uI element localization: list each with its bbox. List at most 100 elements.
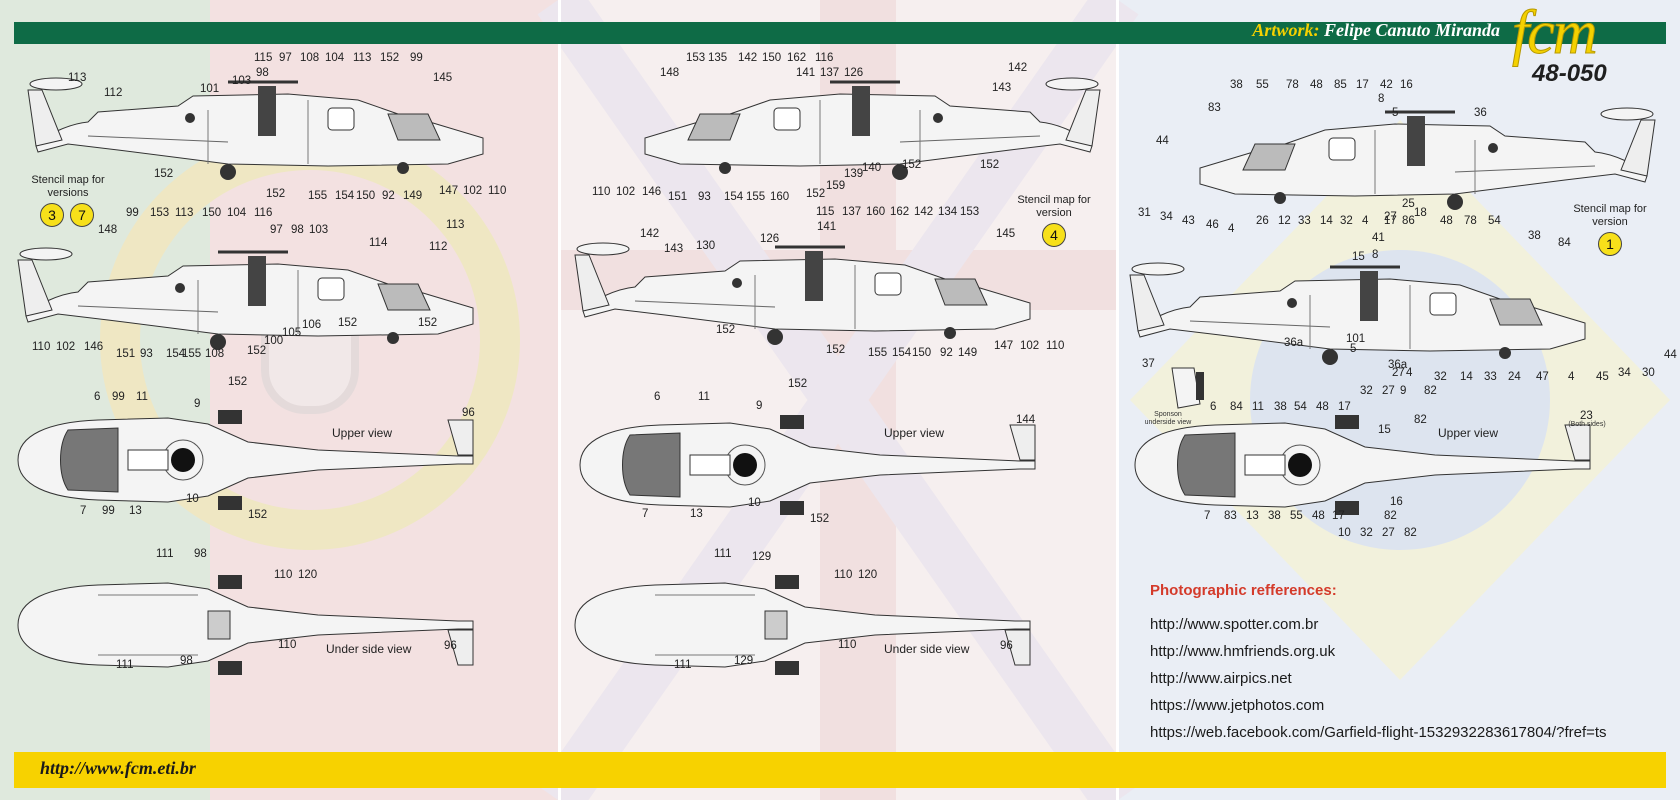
stencil-callout-number: 43 xyxy=(1182,215,1195,227)
stencil-callout-number: 152 xyxy=(338,317,358,329)
stencil-callout-number: 102 xyxy=(56,341,76,353)
artwork-label: Artwork: xyxy=(1252,20,1320,40)
stencil-callout-number: 33 xyxy=(1298,215,1311,227)
stencil-callout-number: 155 xyxy=(746,191,766,203)
stencil-callout-number: 4 xyxy=(1362,215,1369,227)
stencil-callout-number: 155 xyxy=(182,348,202,360)
stencil-callout-number: 154 xyxy=(892,347,912,359)
stencil-callout-number: 98 xyxy=(180,655,193,667)
stencil-callout-number: 142 xyxy=(640,228,660,240)
stencil-callout-number: 85 xyxy=(1334,79,1347,91)
stencil-callout-number: 100 xyxy=(264,335,284,347)
left-upper-view xyxy=(17,409,474,511)
stencil-callout-number: 84 xyxy=(1558,237,1571,249)
under-view-label-left: Under side view xyxy=(326,642,412,656)
stencil-callout-number: 15 xyxy=(1378,424,1391,436)
stencil-callout-number: 144 xyxy=(1016,414,1036,426)
stencil-callout-number: 152 xyxy=(418,317,438,329)
stencil-callout-number: 5 xyxy=(1350,343,1357,355)
upper-view-label-middle: Upper view xyxy=(884,426,945,440)
stencil-callout-number: 8 xyxy=(1378,93,1385,105)
stencil-callout-number: 99 xyxy=(102,505,115,517)
website-link[interactable]: http://www.fcm.eti.br xyxy=(40,758,196,778)
stencil-callout-number: 11 xyxy=(136,391,148,403)
stencil-callout-number: 115 xyxy=(816,206,835,218)
stencil-callout-number: 146 xyxy=(642,186,662,198)
stencil-callout-number: 148 xyxy=(660,67,680,79)
stencil-callout-number: 32 xyxy=(1434,371,1447,383)
stencil-callout-number: 110 xyxy=(32,341,51,353)
stencil-callout-number: 32 xyxy=(1340,215,1353,227)
stencil-callout-number: 9 xyxy=(194,398,201,410)
stencil-callout-number: 113 xyxy=(353,52,372,64)
artwork-credit: Artwork: Felipe Canuto Miranda xyxy=(1252,20,1500,41)
stencil-callout-number: 17 xyxy=(1332,510,1345,522)
version-badge-7: 7 xyxy=(70,203,94,227)
sheet-number: 48-050 xyxy=(1532,60,1607,87)
stencil-callout-number: 151 xyxy=(116,348,136,360)
photo-references: Photographic refferences: http://www.spo… xyxy=(1150,582,1607,746)
stencil-callout-number: 152 xyxy=(788,378,808,390)
stencil-callout-number: 38 xyxy=(1268,510,1281,522)
stencil-callout-number: 110 xyxy=(592,186,611,198)
stencil-callout-number: 16 xyxy=(1390,496,1403,508)
stencil-callout-number: 142 xyxy=(738,52,758,64)
stencil-callout-number: 154 xyxy=(335,190,355,202)
stencil-callout-number: 104 xyxy=(325,52,345,64)
stencil-callout-number: 97 xyxy=(279,52,292,64)
stencil-callout-number: 147 xyxy=(439,185,459,197)
stencil-callout-number: 108 xyxy=(205,348,225,360)
stencil-callout-number: 152 xyxy=(154,168,174,180)
stencil-callout-number: 23 xyxy=(1580,410,1593,422)
stencil-callout-number: 7 xyxy=(1204,510,1211,522)
stencil-callout-number: 32 xyxy=(1360,527,1373,539)
stencil-callout-number: 162 xyxy=(787,52,807,64)
version-badge-4: 4 xyxy=(1042,223,1066,247)
reference-link-5[interactable]: https://web.facebook.com/Garfield-flight… xyxy=(1150,724,1607,741)
stencil-callout-number: 98 xyxy=(291,224,304,236)
stencil-callout-number: 98 xyxy=(256,67,269,79)
stencil-callout-number: 93 xyxy=(698,191,711,203)
version-badge-1: 1 xyxy=(1598,232,1622,256)
stencil-callout-number: 116 xyxy=(254,207,273,219)
middle-upper-view xyxy=(579,414,1036,516)
stencil-callout-number: 37 xyxy=(1142,358,1155,370)
stencil-callout-number: 38 xyxy=(1230,79,1243,91)
stencil-callout-number: 162 xyxy=(890,206,910,218)
stencil-callout-number: 137 xyxy=(820,67,840,79)
stencil-callout-number: 54 xyxy=(1488,215,1501,227)
both-sides-caption: (Both sides) xyxy=(1568,421,1606,428)
stencil-callout-number: 78 xyxy=(1286,79,1299,91)
stencil-callout-number: 99 xyxy=(112,391,125,403)
stencil-callout-number: 154 xyxy=(724,191,744,203)
stencil-callout-number: 148 xyxy=(98,224,118,236)
stencil-callout-number: 142 xyxy=(1008,62,1028,74)
stencil-callout-number: 112 xyxy=(104,87,123,99)
stencil-callout-number: 146 xyxy=(84,341,104,353)
stencil-callout-number: 42 xyxy=(1380,79,1393,91)
reference-link-3[interactable]: http://www.airpics.net xyxy=(1150,670,1292,687)
stencil-callout-number: 101 xyxy=(200,83,220,95)
stencil-callout-number: 153 xyxy=(686,52,706,64)
stencil-note-middle: Stencil map for version xyxy=(1017,194,1091,219)
stencil-callout-number: 151 xyxy=(668,191,688,203)
reference-link-1[interactable]: http://www.spotter.com.br xyxy=(1150,616,1319,633)
stencil-callout-number: 27 xyxy=(1382,527,1395,539)
stencil-callout-number: 111 xyxy=(116,659,134,671)
middle-side-view-2 xyxy=(573,241,1032,347)
stencil-callout-number: 113 xyxy=(68,72,87,84)
stencil-callout-number: 11 xyxy=(698,391,710,403)
stencil-callout-number: 18 xyxy=(1414,207,1427,219)
stencil-callout-number: 115 xyxy=(254,52,273,64)
right-side-view-2 xyxy=(1128,261,1587,367)
stencil-callout-number: 4 xyxy=(1568,371,1575,383)
stencil-callout-number: 44 xyxy=(1156,135,1169,147)
stencil-callout-number: 48 xyxy=(1312,510,1325,522)
reference-link-2[interactable]: http://www.hmfriends.org.uk xyxy=(1150,643,1336,660)
stencil-callout-number: 7 xyxy=(80,505,87,517)
stencil-callout-number: 36 xyxy=(1474,107,1487,119)
stencil-callout-number: 160 xyxy=(770,191,790,203)
stencil-callout-number: 82 xyxy=(1384,510,1397,522)
reference-link-4[interactable]: https://www.jetphotos.com xyxy=(1150,697,1325,714)
